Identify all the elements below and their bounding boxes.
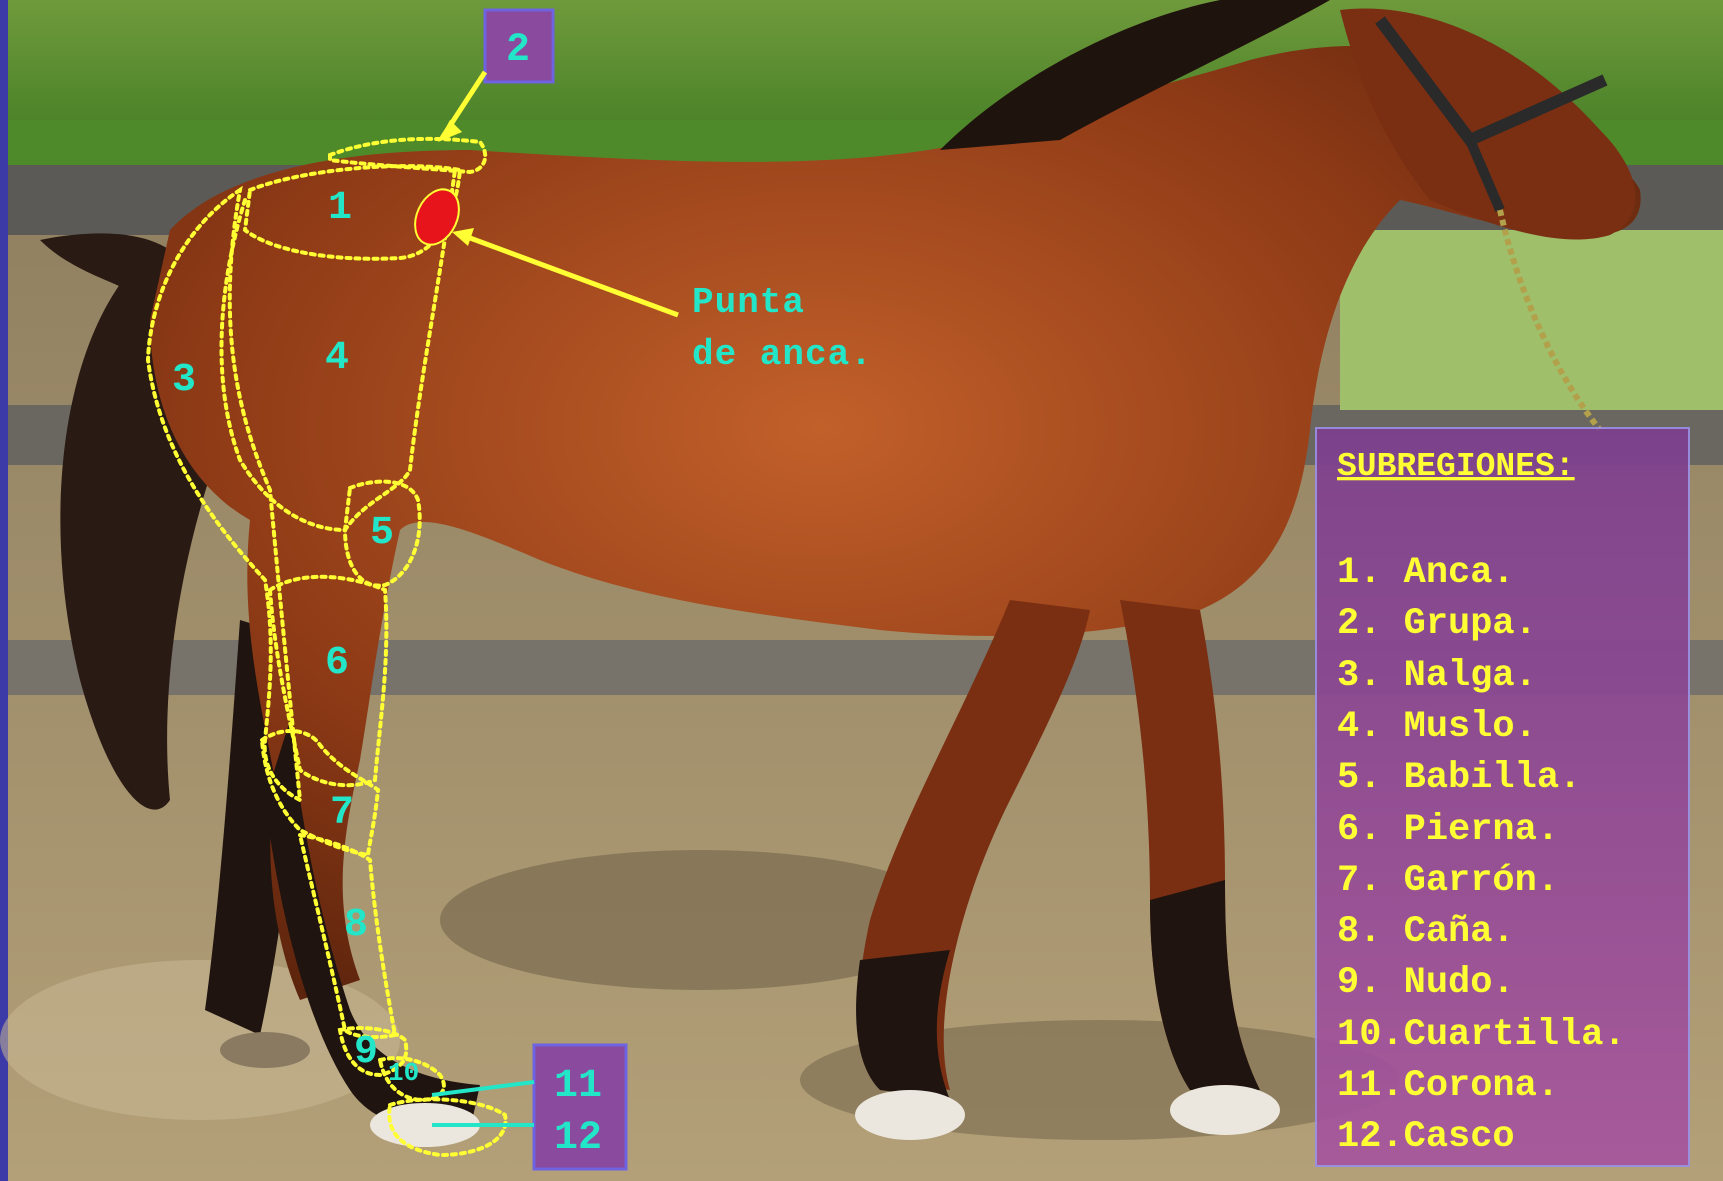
region-number-9: 9 xyxy=(354,1030,378,1075)
arrow-head-2 xyxy=(438,120,462,142)
callout-line-1: Punta xyxy=(692,282,805,323)
legend-item-3: 3. Nalga. xyxy=(1337,655,1537,697)
leader-line-11 xyxy=(431,1080,535,1097)
region-number-8: 8 xyxy=(344,903,368,948)
legend-item-7: 7. Garrón. xyxy=(1337,860,1559,902)
zone-casco xyxy=(387,1097,508,1158)
arrow-head-punta xyxy=(452,228,474,246)
region-numbers: 1 2 3 4 5 6 7 8 9 10 11 12 xyxy=(172,28,602,1161)
legend-item-8: 8. Caña. xyxy=(1337,911,1515,953)
leader-line-punta xyxy=(461,232,679,318)
zone-nudo xyxy=(337,1026,409,1078)
legend-panel: SUBREGIONES: 1. Anca. 2. Grupa. 3. Nalga. 4… xyxy=(1315,427,1690,1167)
zone-garron xyxy=(259,728,381,858)
region-number-1: 1 xyxy=(328,186,352,231)
label-box-2 xyxy=(483,8,555,84)
label-box-11-12 xyxy=(532,1043,628,1171)
legend-items: 1. Anca. 2. Grupa. 3. Nalga. 4. Muslo. 5. Ba… xyxy=(1337,552,1626,1158)
zone-babilla xyxy=(342,479,422,588)
region-number-7: 7 xyxy=(330,791,354,836)
region-number-12: 12 xyxy=(554,1116,602,1161)
horse-silhouette xyxy=(40,0,1641,1147)
legend-item-6: 6. Pierna. xyxy=(1337,809,1559,851)
legend-item-10: 10.Cuartilla. xyxy=(1337,1014,1626,1056)
region-number-6: 6 xyxy=(325,641,349,686)
legend-item-12: 12.Casco xyxy=(1337,1116,1515,1158)
region-number-10: 10 xyxy=(388,1058,419,1088)
legend-item-2: 2. Grupa. xyxy=(1337,603,1537,645)
legend-item-1: 1. Anca. xyxy=(1337,552,1515,594)
zone-pierna xyxy=(267,574,389,788)
legend-title: SUBREGIONES: xyxy=(1337,448,1575,485)
region-number-3: 3 xyxy=(172,358,196,403)
legend-item-9: 9. Nudo. xyxy=(1337,962,1515,1004)
callout-line-2: de anca. xyxy=(692,334,873,375)
zone-grupa xyxy=(328,136,488,175)
punta-de-anca-marker xyxy=(414,188,460,246)
region-number-11: 11 xyxy=(554,1064,602,1109)
legend-item-5: 5. Babilla. xyxy=(1337,757,1581,799)
region-number-2: 2 xyxy=(506,28,530,73)
legend-item-4: 4. Muslo. xyxy=(1337,706,1537,748)
region-number-5: 5 xyxy=(370,511,394,556)
region-number-4: 4 xyxy=(325,336,349,381)
legend-item-11: 11.Corona. xyxy=(1337,1065,1559,1107)
